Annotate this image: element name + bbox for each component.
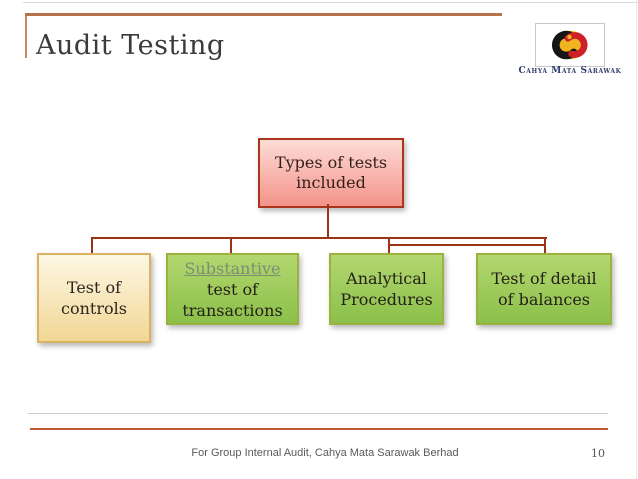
node-label-line: included	[296, 173, 366, 192]
node-label-line: Procedures	[340, 290, 433, 309]
node-label-line: of balances	[497, 290, 591, 309]
page-number: 10	[591, 447, 605, 460]
node-label-line: transactions	[182, 300, 283, 320]
node-types-of-tests: Types of tests included	[258, 138, 404, 208]
connector-rail	[91, 237, 547, 239]
node-substantive-test: Substantive test of transactions	[166, 253, 299, 325]
connector-stem	[327, 204, 329, 238]
node-analytical-procedures: Analytical Procedures	[329, 253, 444, 325]
right-edge-hairline	[636, 0, 637, 479]
node-test-of-controls: Test of controls	[37, 253, 151, 343]
footer-text: For Group Internal Audit, Cahya Mata Sar…	[191, 447, 459, 459]
top-hairline	[23, 2, 638, 3]
connector-drop-4	[544, 238, 546, 254]
node-label-line: Types of tests	[274, 153, 388, 172]
connector-drop-3	[388, 238, 390, 254]
title-accent-rule-corner	[25, 16, 27, 58]
connector-drop-1	[91, 238, 93, 254]
footer-accent-rule	[30, 428, 608, 430]
company-logo-caption: Cahya Mata Sarawak	[518, 66, 622, 76]
connector-drop-2	[230, 238, 232, 254]
page-title: Audit Testing	[36, 30, 225, 61]
company-logo	[535, 23, 605, 67]
node-label-line: controls	[61, 299, 127, 318]
substantive-link[interactable]: Substantive	[184, 258, 281, 278]
connector-rail-lower	[388, 244, 546, 246]
node-test-of-detail: Test of detail of balances	[476, 253, 612, 325]
title-accent-rule	[25, 13, 502, 16]
node-label-line: Analytical	[346, 269, 427, 288]
cms-swirl-icon	[552, 30, 588, 60]
node-label-line: Test of detail	[491, 269, 597, 288]
footer-hairline	[28, 413, 608, 414]
node-label-line: test of	[206, 279, 259, 299]
node-label-line: Test of	[66, 278, 122, 297]
